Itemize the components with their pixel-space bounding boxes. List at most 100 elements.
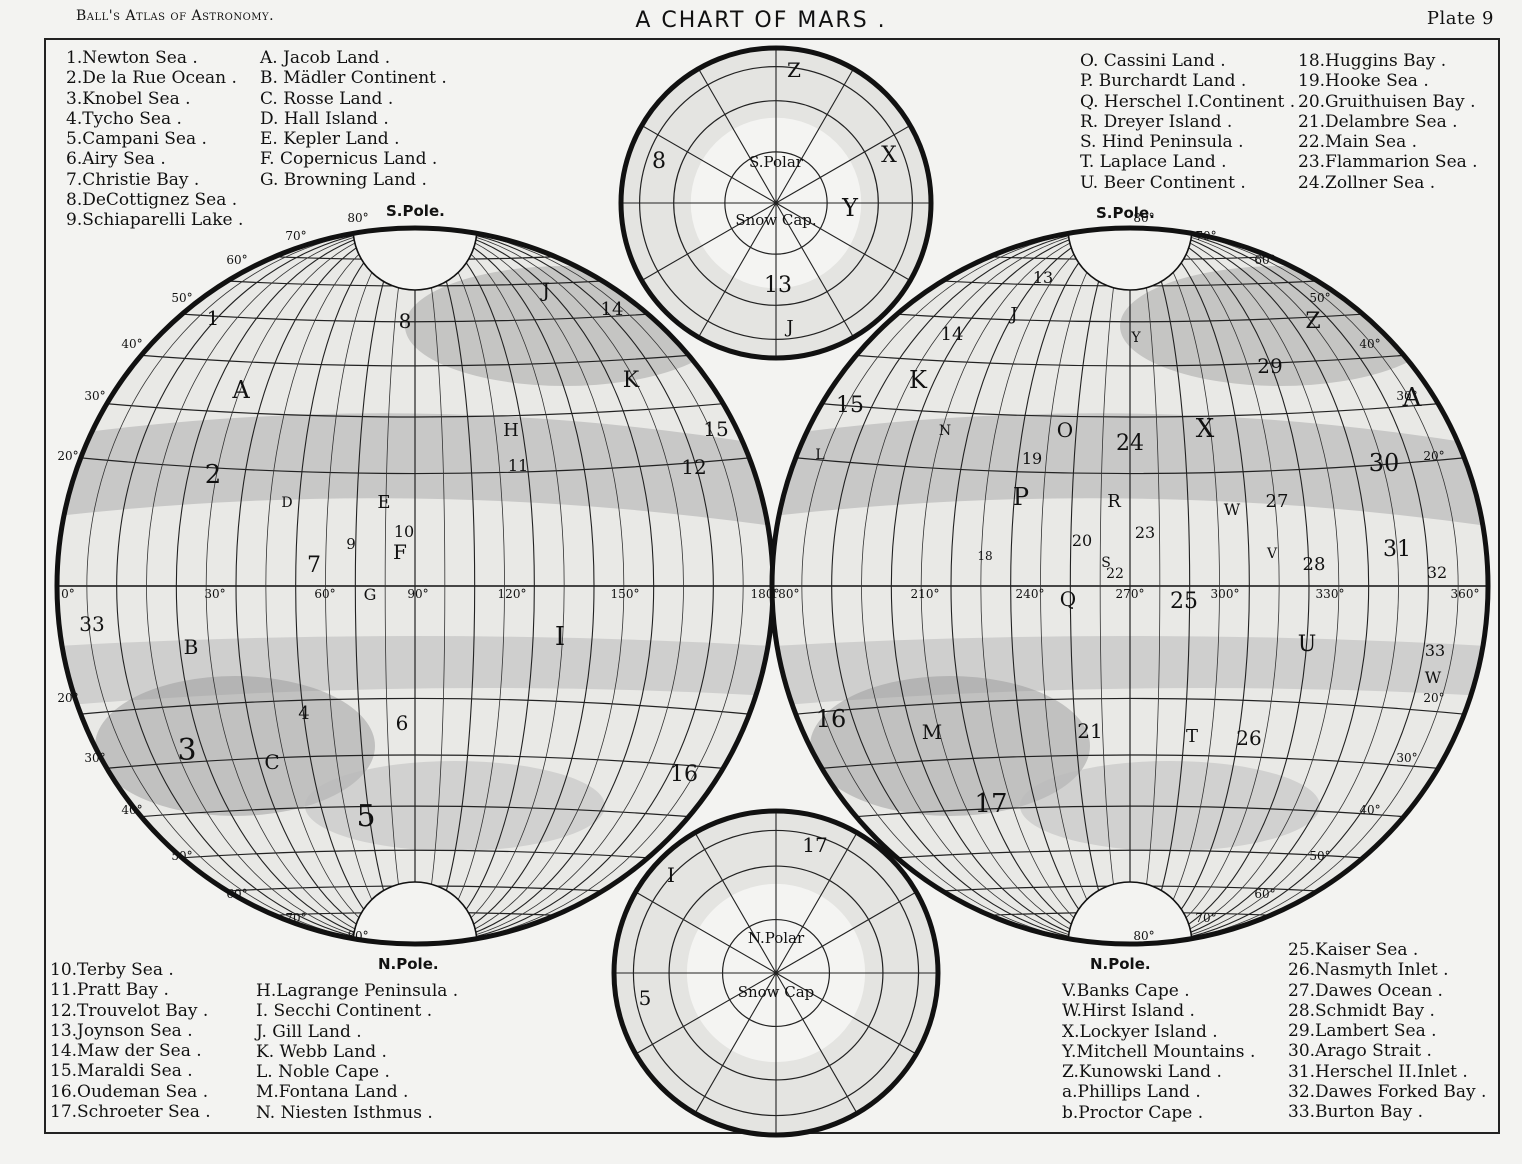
legend-entry: U. Beer Continent . bbox=[1080, 172, 1246, 193]
legend-lands-v-b: V.Banks Cape .W.Hirst Island .X.Lockyer … bbox=[1062, 981, 1255, 1123]
left-south-pole-label: S.Pole. bbox=[386, 202, 445, 220]
map-region-label: 14 bbox=[601, 299, 624, 320]
map-region-label: 5 bbox=[356, 799, 375, 834]
legend-lands-o-u: O. Cassini Land .P. Burchardt Land .Q. H… bbox=[1080, 51, 1295, 193]
south-polar-map-meridian bbox=[698, 68, 777, 204]
left-hemisphere-meridian bbox=[116, 228, 714, 944]
map-region-label: 23 bbox=[1135, 523, 1155, 542]
latitude-label: 40° bbox=[1359, 803, 1380, 817]
map-region-label: 7 bbox=[307, 553, 321, 578]
map-region-label: C bbox=[264, 750, 279, 774]
legend-entry: 33.Burton Bay . bbox=[1288, 1102, 1424, 1123]
latitude-label: 40° bbox=[121, 803, 142, 817]
latitude-label: 20° bbox=[57, 691, 78, 705]
legend-entry: 30.Arago Strait . bbox=[1288, 1041, 1432, 1062]
map-region-label: 2 bbox=[205, 460, 222, 490]
right-hemisphere-meridian-minor bbox=[1099, 228, 1161, 944]
north-polar-cap-label: N.Polar bbox=[748, 929, 805, 947]
latitude-label: 80° bbox=[1133, 211, 1154, 225]
map-region-label: 4 bbox=[298, 703, 309, 724]
south-polar-map-meridian bbox=[775, 202, 854, 338]
right-hemisphere-meridian bbox=[890, 228, 1370, 944]
left-hemisphere-meridian-minor bbox=[86, 228, 744, 944]
longitude-label: 240° bbox=[1016, 587, 1045, 601]
latitude-label: 60° bbox=[1254, 887, 1275, 901]
map-region-label: W bbox=[1425, 668, 1442, 687]
map-region-label: P bbox=[1013, 483, 1029, 511]
map-region-label: 31 bbox=[1383, 537, 1411, 562]
legend-entry: N. Niesten Isthmus . bbox=[256, 1102, 433, 1123]
left-hemisphere-meridian bbox=[295, 228, 535, 944]
legend-entry: 16.Oudeman Sea . bbox=[50, 1081, 209, 1102]
longitude-label: 330° bbox=[1316, 587, 1345, 601]
legend-entry: R. Dreyer Island . bbox=[1080, 111, 1233, 132]
longitude-label: 150° bbox=[611, 587, 640, 601]
latitude-label: 50° bbox=[1309, 849, 1330, 863]
legend-entry: 28.Schmidt Bay . bbox=[1288, 1000, 1435, 1021]
polar-region-label: 17 bbox=[802, 833, 827, 857]
longitude-label: 30° bbox=[204, 587, 225, 601]
right-hemisphere-rim bbox=[769, 225, 1491, 947]
map-region-label: K bbox=[623, 368, 640, 393]
legend-entry: 7.Christie Bay . bbox=[66, 169, 200, 190]
map-region-label: O bbox=[1057, 418, 1073, 442]
left-hemisphere-meridian-minor bbox=[384, 228, 446, 944]
legend-seas-18-24: 18.Huggins Bay .19.Hooke Sea .20.Gruithu… bbox=[1298, 51, 1478, 193]
polar-region-label: 13 bbox=[764, 273, 792, 298]
south-polar-cap-label: S.Polar bbox=[749, 153, 804, 171]
map-region-label: 15 bbox=[836, 393, 864, 418]
right-hemisphere-north-cap bbox=[1067, 881, 1193, 944]
left-hemisphere-meridian bbox=[235, 228, 595, 944]
map-region-label: 33 bbox=[1425, 641, 1445, 660]
right-hemisphere-meridian-minor bbox=[801, 228, 1459, 944]
north-polar-cap-label: Snow Cap bbox=[738, 983, 815, 1001]
legend-entry: V.Banks Cape . bbox=[1062, 981, 1190, 1001]
south-polar-map-rim bbox=[618, 45, 934, 361]
left-hemisphere-meridian-minor bbox=[265, 228, 565, 944]
map-region-label: 21 bbox=[1077, 719, 1102, 743]
north-polar-map-meridian bbox=[635, 972, 777, 1055]
map-region-label: 8 bbox=[399, 309, 412, 333]
legend-entry: Y.Mitchell Mountains . bbox=[1062, 1041, 1256, 1062]
legend-entry: E. Kepler Land . bbox=[260, 129, 400, 150]
right-north-pole-label: N.Pole. bbox=[1090, 955, 1151, 973]
map-region-label: 16 bbox=[816, 705, 847, 733]
longitude-label: 60° bbox=[314, 587, 335, 601]
right-hemisphere-meridian bbox=[1069, 228, 1191, 944]
map-region-label: A bbox=[1402, 383, 1423, 413]
right-south-pole-label: S.Pole. bbox=[1096, 204, 1155, 222]
north-polar-map-meridian bbox=[635, 891, 777, 974]
map-region-label: 12 bbox=[681, 455, 706, 479]
map-region-label: F bbox=[393, 540, 407, 564]
legend-entry: 29.Lambert Sea . bbox=[1288, 1021, 1437, 1042]
left-hemisphere-meridian-minor bbox=[325, 228, 505, 944]
longitude-label: 360° bbox=[1451, 587, 1480, 601]
latitude-label: 40° bbox=[1359, 337, 1380, 351]
map-region-label: B bbox=[184, 635, 199, 659]
south-polar-map-meridian bbox=[775, 125, 911, 204]
legend-entry: T. Laplace Land . bbox=[1080, 152, 1227, 173]
left-hemisphere-meridian bbox=[354, 228, 476, 944]
map-region-label: 18 bbox=[977, 549, 992, 563]
map-region-label: 17 bbox=[974, 789, 1007, 819]
map-region-label: 9 bbox=[346, 535, 356, 553]
legend-entry: L. Noble Cape . bbox=[256, 1062, 390, 1083]
legend-entry: 6.Airy Sea . bbox=[66, 149, 166, 170]
map-region-label: Y bbox=[1130, 330, 1141, 346]
legend-entry: 5.Campani Sea . bbox=[66, 129, 207, 150]
north-polar-map-meridian bbox=[775, 891, 917, 974]
south-polar-map-meridian bbox=[698, 202, 777, 338]
south-polar-map-meridian bbox=[775, 68, 854, 204]
map-region-label: 1 bbox=[207, 306, 220, 330]
legend-entry: 32.Dawes Forked Bay . bbox=[1288, 1082, 1487, 1103]
polar-region-label: Y bbox=[841, 194, 859, 222]
longitude-label: 180° bbox=[771, 587, 800, 601]
right-hemisphere-south-cap bbox=[1067, 228, 1193, 291]
map-region-label: 10 bbox=[394, 522, 414, 541]
left-hemisphere-north-cap bbox=[352, 881, 478, 944]
longitude-label: 90° bbox=[407, 587, 428, 601]
map-region-label: 26 bbox=[1236, 726, 1261, 750]
latitude-label: 80° bbox=[347, 211, 368, 225]
legend-entry: 27.Dawes Ocean . bbox=[1288, 980, 1443, 1001]
